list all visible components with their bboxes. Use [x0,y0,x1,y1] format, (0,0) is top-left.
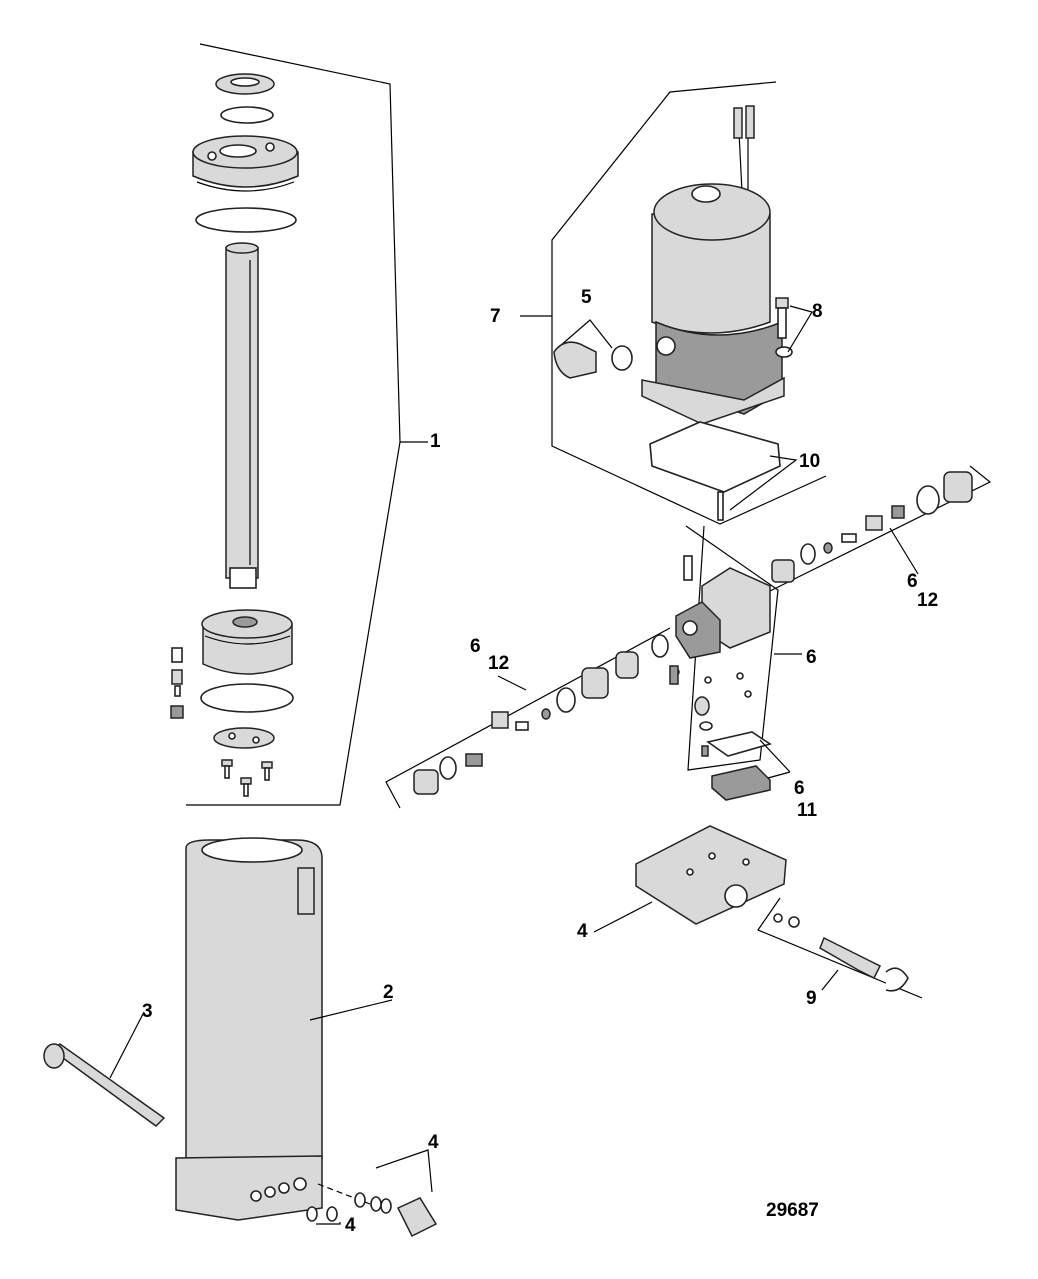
fill-plug-and-washer-part [553,319,633,379]
gaskets-part [706,731,791,801]
callout-6-left-valve: 6 [470,636,481,657]
cylinder-cap-part [192,135,299,192]
bolt-and-washer-part [775,297,813,358]
callout-3: 3 [142,1001,153,1022]
right-valve-parts [771,471,973,583]
screws-part [221,759,273,797]
callout-6-right-valve: 6 [907,571,918,592]
piston-part [201,609,293,675]
callout-11: 11 [797,800,818,821]
cap-seal-part [215,73,275,95]
pump-boundary [685,525,802,771]
drawing-number: 29687 [766,1200,819,1221]
right-valve-boundary [767,465,992,593]
pivot-pin-part [43,1011,166,1127]
callout-4-o-rings: 4 [345,1215,356,1236]
callout-4-fitting: 4 [428,1132,439,1153]
pump-body-part [669,555,771,757]
callout-9: 9 [806,988,817,1009]
callout-10: 10 [799,451,821,472]
left-valve-boundary [385,627,671,809]
group-7-boundary [520,81,827,525]
callout-1: 1 [430,431,441,452]
callout-4-manifold: 4 [577,921,588,942]
fitting-and-o-rings-part [306,1149,438,1238]
cylinder-body-part [175,837,393,1221]
retainer-plate-part [213,727,275,749]
large-o-ring-part [195,207,297,233]
small-o-ring-part [220,106,274,124]
check-valve-stack-part [170,647,184,719]
left-valve-parts [413,634,669,795]
motor-part [641,105,785,425]
callout-12-left-valve: 12 [488,653,510,674]
piston-rod-part [225,242,259,589]
callout-2: 2 [383,982,394,1003]
callout-7: 7 [490,306,501,327]
piston-o-ring-part [200,683,294,713]
callout-8: 8 [812,301,823,322]
manual-release-valve-part [773,913,909,992]
callout-6-pump: 6 [806,647,817,668]
motor-gasket-and-pin-part [649,421,798,521]
group-1-boundary [186,43,428,806]
callout-6-gasket: 6 [794,778,805,799]
manifold-part [593,825,787,933]
callout-12-right-valve: 12 [917,590,939,611]
callout-5: 5 [581,287,592,308]
